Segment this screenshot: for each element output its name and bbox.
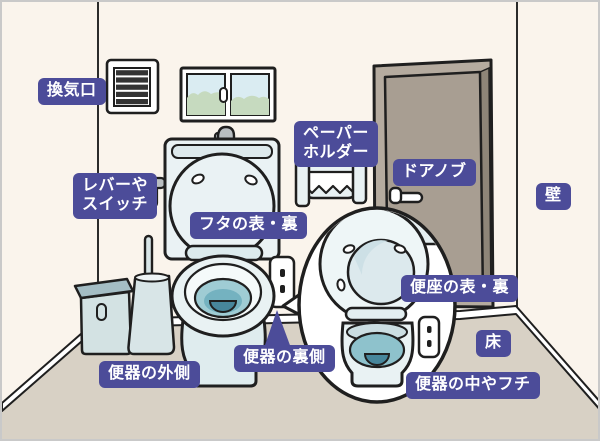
label-lever-line1: レバーや (82, 177, 149, 194)
bowl-back-pointer (264, 310, 291, 348)
label-lid-front-back: フタの表・裏 (190, 212, 308, 239)
wall-corners (97, 2, 518, 322)
label-floor: 床 (476, 330, 511, 357)
label-lever-line2: スイッチ (82, 195, 149, 213)
label-lever-switch: レバーや スイッチ (73, 173, 158, 219)
label-bowl-back: 便器の裏側 (234, 345, 335, 372)
window (179, 66, 277, 123)
label-paper-line2: ホルダー (303, 143, 370, 161)
label-wall: 壁 (536, 183, 571, 210)
label-paper-line1: ペーパー (303, 125, 369, 142)
label-vent: 換気口 (38, 78, 106, 105)
sanitary-box (73, 277, 135, 356)
ventilation-grille (105, 58, 160, 115)
toilet-bowl (170, 254, 276, 338)
door-handle (388, 186, 424, 205)
label-seat-front-back: 便座の表・裏 (401, 275, 519, 302)
toilet-brush (127, 234, 176, 356)
label-paper-holder: ペーパー ホルダー (294, 121, 379, 167)
label-bowl-outside: 便器の外側 (99, 361, 200, 388)
label-bowl-inside-rim: 便器の中やフチ (406, 372, 540, 399)
label-doorknob: ドアノブ (393, 159, 476, 186)
raised-lid (168, 152, 276, 260)
